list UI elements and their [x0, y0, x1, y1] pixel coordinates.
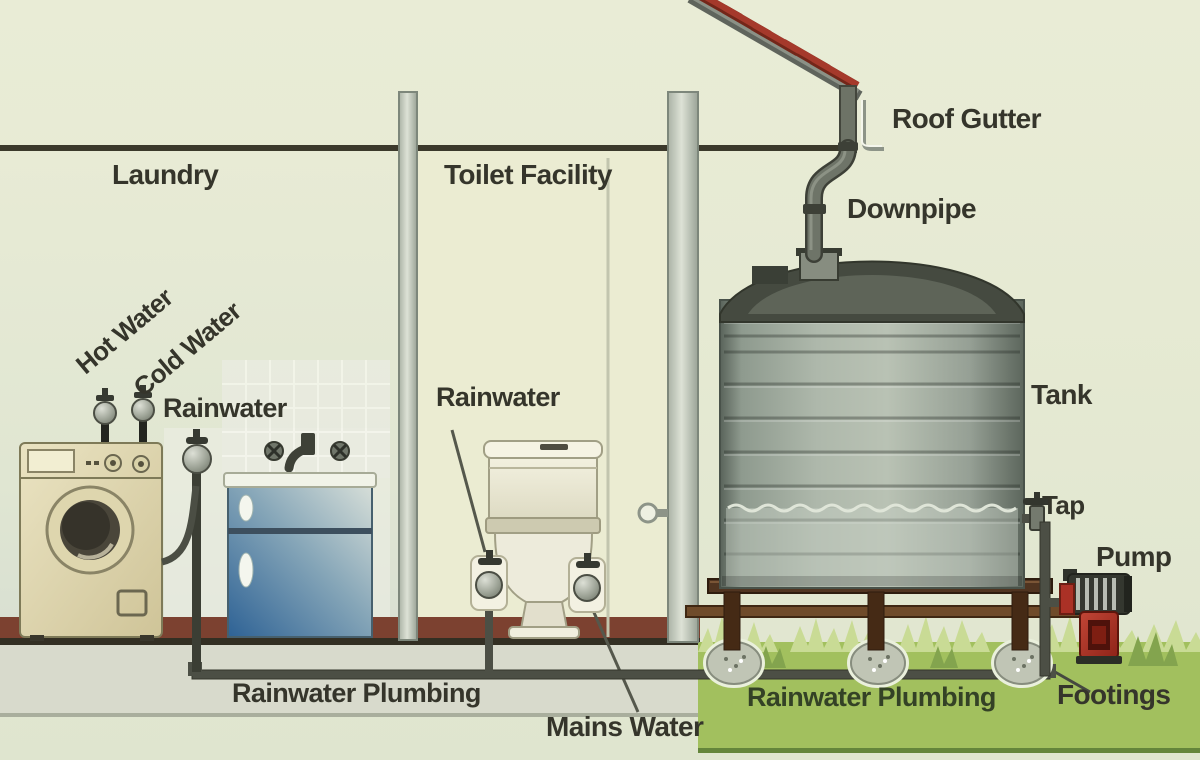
pump-label: Pump	[1096, 541, 1172, 572]
water-line	[727, 503, 1017, 513]
pump	[1059, 569, 1132, 664]
machine-display	[27, 449, 75, 473]
footing	[703, 638, 765, 688]
sink-faucet	[264, 433, 350, 473]
footings-group	[703, 638, 1053, 688]
rainwater-plumbing-right-label: Rainwater Plumbing	[747, 682, 996, 712]
laundry-label: Laundry	[112, 159, 219, 190]
tap-label: Tap	[1042, 490, 1085, 520]
rainwater-plumbing-left-label: Rainwater Plumbing	[232, 678, 481, 708]
wall-stud-right	[667, 91, 699, 643]
cold-water-tap	[131, 385, 155, 422]
underfloor	[0, 645, 701, 715]
laundry-cabinet	[223, 472, 377, 638]
underfloor-edge	[0, 713, 701, 717]
toilet-facility-label: Toilet Facility	[444, 159, 612, 190]
rain-tank	[719, 248, 1025, 589]
washing-machine	[19, 419, 163, 641]
ceiling-line	[0, 145, 843, 151]
roof-gutter-label: Roof Gutter	[892, 103, 1042, 134]
toilet-riser	[485, 608, 493, 674]
rainwater-laundry-label: Rainwater	[163, 393, 287, 423]
tank-label: Tank	[1031, 379, 1092, 410]
toilet	[483, 440, 603, 639]
wall-tiles	[222, 360, 390, 478]
roof-gutter	[839, 85, 884, 153]
pump-pipes	[1039, 521, 1066, 677]
downpipe-label: Downpipe	[847, 193, 977, 224]
rainwater-valve	[470, 550, 508, 611]
mains-water-label: Mains Water	[546, 711, 704, 742]
mains-water-leader	[590, 607, 640, 713]
tank-dome	[719, 260, 1025, 323]
rainwater-toilet-label: Rainwater	[436, 382, 560, 412]
hot-water-tap	[93, 388, 117, 425]
rainwater-toilet-leader	[450, 429, 487, 553]
downpipe-pipe	[803, 139, 858, 263]
door-handle	[637, 502, 668, 524]
roof	[687, 0, 863, 101]
tank-water	[726, 508, 1018, 586]
wall-stud-left	[398, 91, 418, 641]
mains-valve	[568, 553, 606, 613]
footings-label: Footings	[1057, 679, 1171, 710]
floor-edge	[0, 638, 700, 645]
rainwater-tap	[160, 429, 212, 672]
